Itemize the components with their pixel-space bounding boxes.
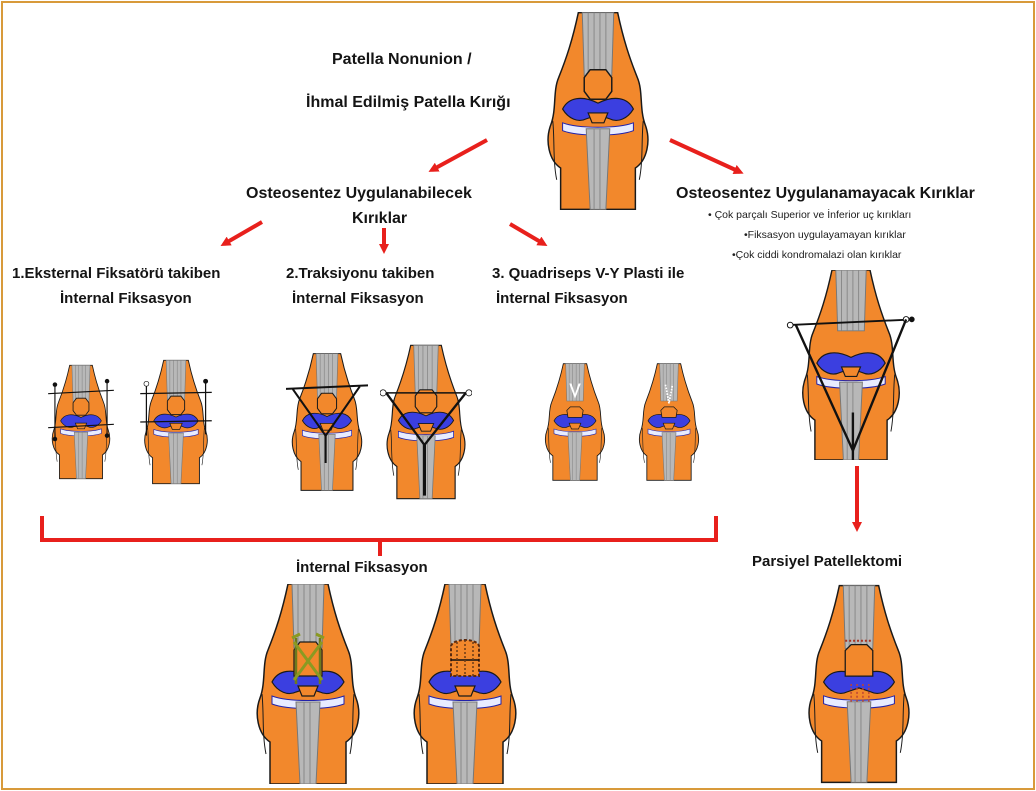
knee-illustration-external-fixator-b: [139, 322, 213, 522]
arrow-to-option-1: [224, 222, 262, 244]
title-line-2: İhmal Edilmiş Patella Kırığı: [306, 95, 511, 111]
right-branch-bullet-3: •Çok ciddi kondromalazi olan kırıklar: [732, 250, 901, 261]
knee-illustration-vy-plasty-a: [540, 322, 610, 522]
title-line-1: Patella Nonunion /: [332, 52, 472, 68]
knee-illustration-partial-patellectomy: [800, 584, 918, 784]
arrow-to-option-3: [510, 224, 544, 244]
option-3-line-1: 3. Quadriseps V-Y Plasti ile: [492, 266, 684, 281]
knee-illustration-nonunion: [539, 12, 657, 210]
option-2-line-1: 2.Traksiyonu takiben: [286, 266, 434, 281]
knee-illustration-vy-plasty-b: [634, 322, 704, 522]
left-branch-line-2: Kırıklar: [352, 211, 407, 227]
knee-illustration-external-fixator-a: [47, 322, 115, 522]
internal-fixation-bracket: [42, 516, 716, 556]
arrow-to-left-branch: [432, 140, 487, 170]
knee-illustration-tension-band: [248, 584, 368, 784]
right-branch-bullet-1: • Çok parçalı Superior ve İnferior uç kı…: [708, 210, 911, 221]
arrow-to-right-branch: [670, 140, 740, 172]
left-branch-line-1: Osteosentez Uygulanabilecek: [246, 186, 472, 202]
option-1-line-2: İnternal Fiksasyon: [60, 291, 192, 306]
knee-illustration-cerclage: [405, 584, 525, 784]
option-2-line-2: İnternal Fiksasyon: [292, 291, 424, 306]
option-3-line-2: İnternal Fiksasyon: [496, 291, 628, 306]
partial-patellectomy-label: Parsiyel Patellektomi: [752, 554, 902, 569]
knee-illustration-traction-a: [286, 322, 368, 522]
knee-illustration-traction-b: [380, 322, 472, 522]
right-branch-bullet-2: •Fiksasyon uygulayamayan kırıklar: [744, 230, 906, 241]
right-branch-title: Osteosentez Uygulanamayacak Kırıklar: [676, 186, 975, 202]
option-1-line-1: 1.Eksternal Fiksatörü takiben: [12, 266, 220, 281]
knee-illustration-non-osteosynthesis: [776, 270, 926, 460]
internal-fixation-label: İnternal Fiksasyon: [296, 560, 428, 575]
